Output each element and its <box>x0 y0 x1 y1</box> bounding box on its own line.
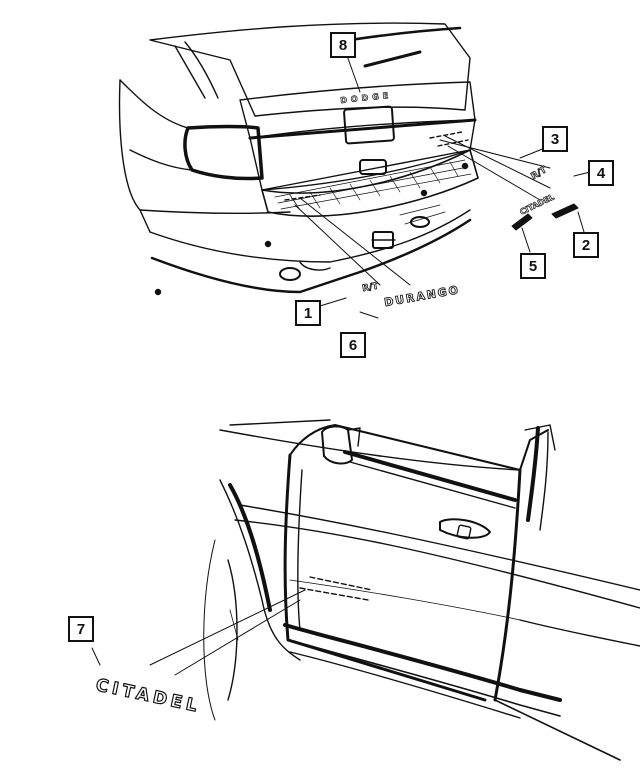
tailgate-badge-text: DODGE <box>340 91 393 105</box>
side-leader-lines <box>91 589 306 676</box>
vehicle-rear-illustration <box>118 22 479 296</box>
callout-1: 1 <box>295 300 321 326</box>
callout-8: 8 <box>330 32 356 58</box>
vehicle-side-illustration <box>203 419 640 761</box>
bumper-grille <box>274 159 472 211</box>
callout-4: 4 <box>588 160 614 186</box>
rear-leader-lines <box>294 49 591 319</box>
emblem-citadel-side: CITADEL <box>94 675 203 717</box>
emblem-durango: DURANGO <box>383 283 461 309</box>
emblem-bar-5 <box>511 213 533 231</box>
callout-7: 7 <box>68 616 94 642</box>
callout-2: 2 <box>573 232 599 258</box>
emblem-bar-2 <box>551 203 579 219</box>
emblem-citadel-small: CITADEL <box>518 193 555 217</box>
callout-6: 6 <box>340 332 366 358</box>
emblem-rt-rear: R/T <box>362 281 381 294</box>
callout-3: 3 <box>542 126 568 152</box>
callout-5: 5 <box>520 253 546 279</box>
